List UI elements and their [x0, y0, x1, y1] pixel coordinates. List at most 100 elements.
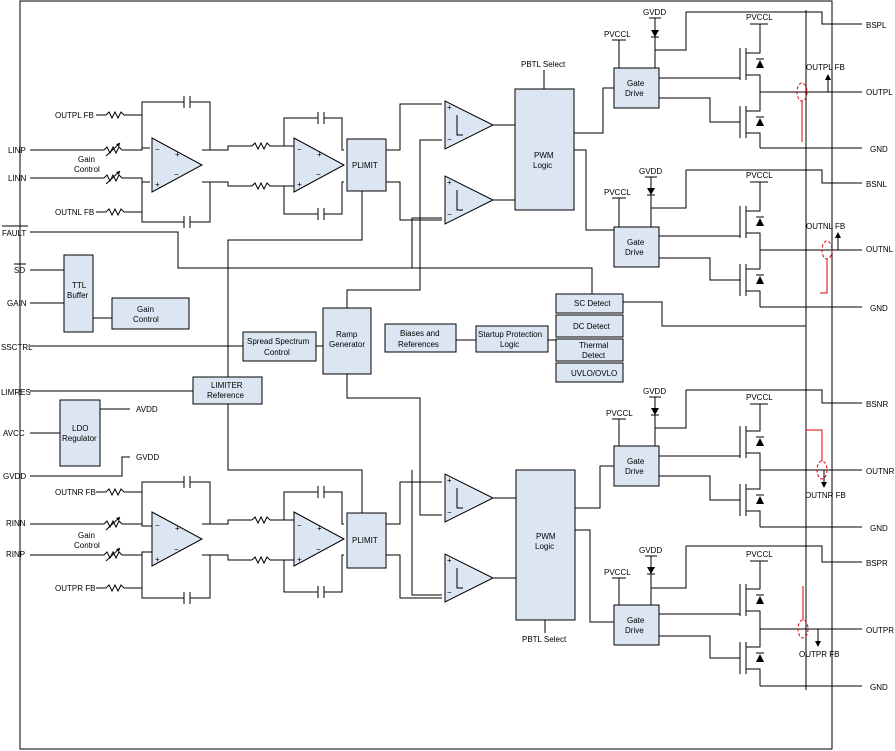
gate-drive-outnr-l1: Gate: [627, 457, 645, 466]
ldo-regulator-block: [59, 399, 101, 467]
opamp-minus-r1a: −: [174, 545, 179, 554]
ramp-generator-block: [322, 307, 372, 375]
gate-drive-outnr: [613, 445, 660, 487]
gate-drive-outnl-l2: Drive: [625, 248, 644, 257]
gate-drive-outpl-l2: Drive: [625, 89, 644, 98]
fb-label-outpr-in: OUTPR FB: [55, 584, 95, 593]
pin-gnd-3: GND: [870, 524, 888, 533]
uvlo-label: UVLO/OVLO: [571, 369, 617, 378]
opamp-plus-l1b: +: [155, 180, 160, 189]
pin-sd: SD: [14, 266, 25, 275]
ttl-buffer-block: [63, 254, 94, 333]
pin-gnd-2: GND: [870, 304, 888, 313]
right-pin-labels: BSPL OUTPL GND BSNL OUTNL GND BSNR OUTNR…: [866, 21, 895, 692]
pvccl-fet-outnl: PVCCL: [746, 171, 773, 180]
ttl-label-1: TTL: [72, 281, 87, 290]
opamp-plus-l1a: +: [175, 150, 180, 159]
plimit-block-right: [346, 512, 387, 569]
output-stage-outpl: Gate Drive PVCCL GVDD PVCCL OUTPL FB: [604, 8, 845, 148]
biases-label-1: Biases and: [400, 329, 440, 338]
opamp-r1: [151, 511, 204, 567]
ttl-label-2: Buffer: [67, 291, 89, 300]
opamp-r2: [293, 511, 346, 567]
pin-bsnl: BSNL: [866, 180, 887, 189]
thermal-label-1: Thermal: [579, 341, 609, 350]
left-pin-labels: LINP LINN FAULT SD GAIN SSCTRL LIMRES AV…: [1, 146, 33, 559]
startup-label-1: Startup Protection: [478, 330, 542, 339]
pbtl-select-top: PBTL Select: [521, 60, 566, 69]
pin-ssctrl: SSCTRL: [1, 343, 33, 352]
output-stage-outnr: Gate Drive PVCCL GVDD PVCCL OUTNR FB: [606, 387, 846, 527]
gate-drive-outpl: [613, 67, 660, 109]
pvccl-gd-outpl: PVCCL: [604, 30, 631, 39]
pwm-label-left-2: Logic: [533, 161, 552, 170]
fb-label-outpr: OUTPR FB: [799, 650, 839, 659]
ldo-gvdd-label: GVDD: [136, 453, 159, 462]
opamp-l1: [151, 137, 204, 193]
spread-spectrum-l2: Control: [264, 348, 290, 357]
spread-spectrum-block: [242, 331, 317, 362]
spread-spectrum-l1: Spread Spectrum: [247, 337, 310, 346]
gvdd-outnl: GVDD: [639, 167, 662, 176]
opamp-minus-l2b: −: [297, 145, 302, 154]
right-channel-input-stage: Gain Control OUTNR FB OUTPR FB − + + − −…: [30, 475, 346, 605]
opamp-plus-r2b: +: [297, 555, 302, 564]
opamp-minus-r2a: −: [316, 545, 321, 554]
gate-drive-outpr-l1: Gate: [627, 616, 645, 625]
fb-label-outnr-in: OUTNR FB: [55, 488, 96, 497]
pin-gnd-4: GND: [870, 683, 888, 692]
gain-control-label-l2: Control: [74, 165, 100, 174]
gain-control-block-l1: Gain: [137, 305, 154, 314]
gain-control-label-l1: Gain: [78, 155, 95, 164]
ramp-label-2: Generator: [329, 340, 365, 349]
sc-detect-block: [555, 293, 624, 314]
fb-label-outpl: OUTPL FB: [806, 63, 845, 72]
pin-outpr: OUTPR: [866, 626, 894, 635]
opamp-plus-l2b: +: [297, 180, 302, 189]
opamp-plus-r1a: +: [175, 524, 180, 533]
pin-bspl: BSPL: [866, 21, 887, 30]
comp-plus-r2: +: [447, 556, 452, 565]
gate-drive-outpl-l1: Gate: [627, 79, 645, 88]
output-stage-outpr: Gate Drive PVCCL GVDD PVCCL OUTPR FB: [604, 546, 839, 686]
pbtl-select-bottom: PBTL Select: [522, 635, 567, 644]
pin-outnr: OUTNR: [866, 467, 895, 476]
pvccl-fet-outpr: PVCCL: [746, 550, 773, 559]
gate-drive-outpr-l2: Drive: [625, 626, 644, 635]
comp-minus-r2: −: [447, 588, 452, 597]
biases-block: [384, 323, 457, 353]
comparators-right: + − + −: [411, 470, 516, 603]
gvdd-outpr: GVDD: [639, 546, 662, 555]
opamp-minus-r2b: −: [297, 521, 302, 530]
gain-control-block: [111, 297, 190, 330]
gate-drive-outnl: [613, 226, 660, 268]
comparators-left: + − + −: [411, 100, 515, 268]
plimit-label-right: PLIMIT: [352, 536, 378, 545]
opamp-l2: [293, 137, 346, 193]
pin-avcc: AVCC: [3, 429, 25, 438]
pin-gain: GAIN: [7, 299, 27, 308]
pin-gnd-1: GND: [870, 145, 888, 154]
startup-label-2: Logic: [500, 340, 519, 349]
gain-control-label-r2: Control: [74, 541, 100, 550]
limiter-label-2: Reference: [207, 391, 244, 400]
comp-plus-l1: +: [447, 103, 452, 112]
plimit-block-left: [346, 138, 387, 192]
limiter-reference-block: [192, 376, 263, 405]
dc-detect-block: [555, 314, 624, 338]
startup-protection-block: [475, 325, 549, 353]
pin-bspr: BSPR: [866, 559, 888, 568]
pvccl-fet-outpl: PVCCL: [746, 13, 773, 22]
plimit-label-left: PLIMIT: [352, 161, 378, 170]
biases-label-2: References: [398, 340, 439, 349]
thermal-label-2: Detect: [582, 351, 606, 360]
fb-label-outnl: OUTNL FB: [806, 222, 845, 231]
comp-plus-r1: +: [447, 476, 452, 485]
pwm-label-left-1: PWM: [534, 151, 554, 160]
pin-linn: LINN: [8, 174, 26, 183]
opamp-plus-l2a: +: [317, 150, 322, 159]
chip-outline: [19, 0, 833, 750]
pin-rinp: RINP: [6, 550, 25, 559]
gain-control-block-l2: Control: [133, 315, 159, 324]
gvdd-outpl: GVDD: [643, 8, 666, 17]
